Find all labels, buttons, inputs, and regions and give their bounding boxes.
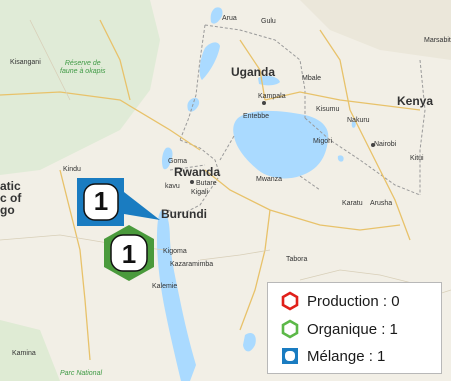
lake-magadi	[337, 155, 344, 162]
legend-label-melange: Mélange : 1	[307, 347, 386, 365]
label-kigoma: Kigoma	[163, 248, 187, 255]
kigali-dot	[190, 180, 194, 184]
label-kamina: Kamina	[12, 350, 36, 357]
forest-region	[0, 0, 160, 175]
lake-north	[210, 7, 223, 24]
lake-tanganyika	[157, 210, 196, 381]
map-legend: Production : 0 Organique : 1 Mélange : 1	[267, 282, 442, 374]
lake-victoria	[233, 110, 329, 179]
label-gulu: Gulu	[261, 18, 276, 25]
label-arusha: Arusha	[370, 200, 393, 207]
nairobi-dot	[371, 143, 375, 147]
label-parc: Parc National	[60, 370, 103, 377]
marker-count-melange: 1	[93, 186, 109, 216]
lake-nakuru	[351, 121, 356, 128]
cluster-marker-melange[interactable]	[72, 170, 172, 232]
dry-region	[300, 0, 451, 60]
label-entebbe: Entebbe	[243, 113, 270, 120]
label-kenya: Kenya	[397, 94, 434, 108]
legend-item-organique: Organique : 1	[280, 319, 398, 339]
label-butare: Butare	[196, 180, 217, 187]
label-tabora: Tabora	[286, 256, 308, 263]
roads	[0, 19, 421, 361]
marker-count-organique: 1	[121, 239, 137, 269]
label-kalemie: Kalemie	[152, 283, 178, 290]
label-rwanda: Rwanda	[174, 165, 221, 179]
red-hexagon-icon	[281, 291, 299, 311]
label-kampala: Kampala	[258, 93, 286, 100]
green-hexagon-icon	[281, 319, 299, 339]
legend-label-production: Production : 0	[307, 292, 400, 310]
label-uganda: Uganda	[231, 65, 276, 79]
lake-albert	[199, 42, 220, 80]
label-kisangani: Kisangani	[10, 59, 41, 66]
label-congo: atic c of go	[0, 179, 22, 217]
label-burundi: Burundi	[161, 207, 207, 221]
label-mwanza: Mwanza	[256, 176, 283, 183]
legend-item-melange: Mélange : 1	[280, 346, 385, 366]
label-karatu: Karatu	[342, 200, 363, 207]
label-kazarmamba: Kazaramimba	[170, 261, 214, 268]
label-arua: Arua	[222, 15, 237, 22]
cluster-marker-organique[interactable]	[99, 223, 159, 283]
blue-square-icon	[282, 348, 298, 364]
lake-kivu	[162, 147, 173, 170]
label-nairobi: Nairobi	[374, 141, 397, 148]
label-goma: Goma	[168, 158, 188, 165]
label-nakuru: Nakuru	[347, 117, 370, 124]
label-kitui: Kitui	[410, 155, 424, 162]
label-kindu: Kindu	[63, 166, 81, 173]
label-marsabit: Marsabit	[424, 37, 451, 44]
label-kisumu: Kisumu	[316, 106, 340, 113]
label-bukavu: kavu	[165, 183, 180, 190]
label-reserve: Réserve de faune à okapis	[60, 60, 106, 75]
label-migori: Migori	[313, 138, 333, 145]
lake-kyoga	[258, 75, 280, 86]
lake-rukwa	[243, 333, 256, 352]
kampala-dot	[262, 101, 266, 105]
legend-item-production: Production : 0	[280, 291, 400, 311]
borders	[167, 24, 426, 216]
forest-region-south	[0, 320, 60, 381]
label-kigali: Kigali	[191, 189, 209, 196]
legend-label-organique: Organique : 1	[307, 320, 398, 338]
label-mbale: Mbale	[302, 75, 322, 82]
